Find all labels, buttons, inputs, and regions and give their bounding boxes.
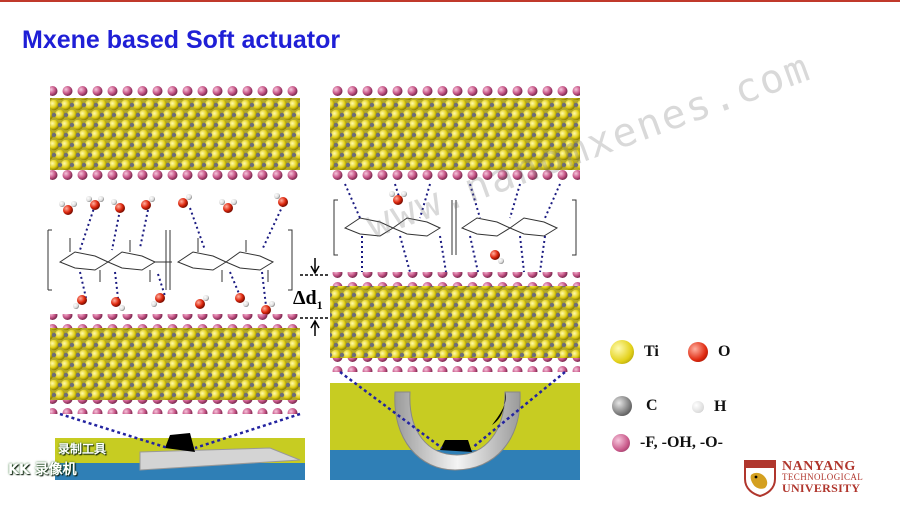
flat-actuator-film	[55, 412, 305, 480]
ntu-crest-icon	[744, 460, 776, 498]
left-panel	[47, 84, 305, 480]
legend-item-ti: Ti	[610, 340, 659, 364]
hydrogen-bond-lines	[79, 204, 284, 307]
interlayer-spacing-marker	[300, 258, 330, 336]
water-molecules	[389, 191, 504, 264]
surface-termination-row	[330, 84, 580, 98]
right-panel	[330, 84, 580, 480]
mxene-layer-top	[50, 98, 300, 170]
surface-termination-row	[50, 314, 300, 328]
legend-item-o: O	[688, 342, 730, 362]
atom-legend: Ti O C H -F, -OH, -O-	[610, 340, 780, 470]
ti-atom-icon	[610, 340, 634, 364]
surface-termination-row	[50, 400, 300, 414]
cellulose-interlayer	[333, 199, 577, 256]
surface-termination-row	[330, 358, 580, 372]
c-atom-icon	[612, 396, 632, 416]
termination-atom-icon	[612, 434, 630, 452]
water-molecules	[59, 193, 288, 315]
ntu-wordmark: NANYANG TECHNOLOGICAL UNIVERSITY	[782, 459, 864, 495]
surface-termination-row	[330, 170, 580, 184]
h-atom-icon	[692, 401, 704, 413]
mxene-layer-bottom	[50, 328, 300, 400]
recorder-watermark: 录制工具 KK 录像机	[8, 442, 107, 478]
ntu-logo: NANYANG TECHNOLOGICAL UNIVERSITY	[742, 459, 892, 499]
surface-termination-row	[330, 272, 580, 286]
surface-termination-row	[50, 170, 300, 184]
legend-item-h: H	[692, 398, 726, 416]
hydrogen-bond-lines	[344, 183, 561, 273]
mxene-layer-bottom	[330, 286, 580, 358]
surface-termination-row	[50, 84, 300, 98]
delta-d-label: Δd1	[293, 287, 323, 312]
slide-title: Mxene based Soft actuator	[22, 26, 341, 54]
legend-item-c: C	[612, 396, 658, 416]
mxene-layer-top	[330, 98, 580, 170]
bent-actuator-film	[330, 370, 580, 480]
cellulose-interlayer	[47, 229, 293, 291]
legend-item-termination: -F, -OH, -O-	[612, 434, 723, 452]
top-accent-line	[0, 0, 900, 2]
o-atom-icon	[688, 342, 708, 362]
